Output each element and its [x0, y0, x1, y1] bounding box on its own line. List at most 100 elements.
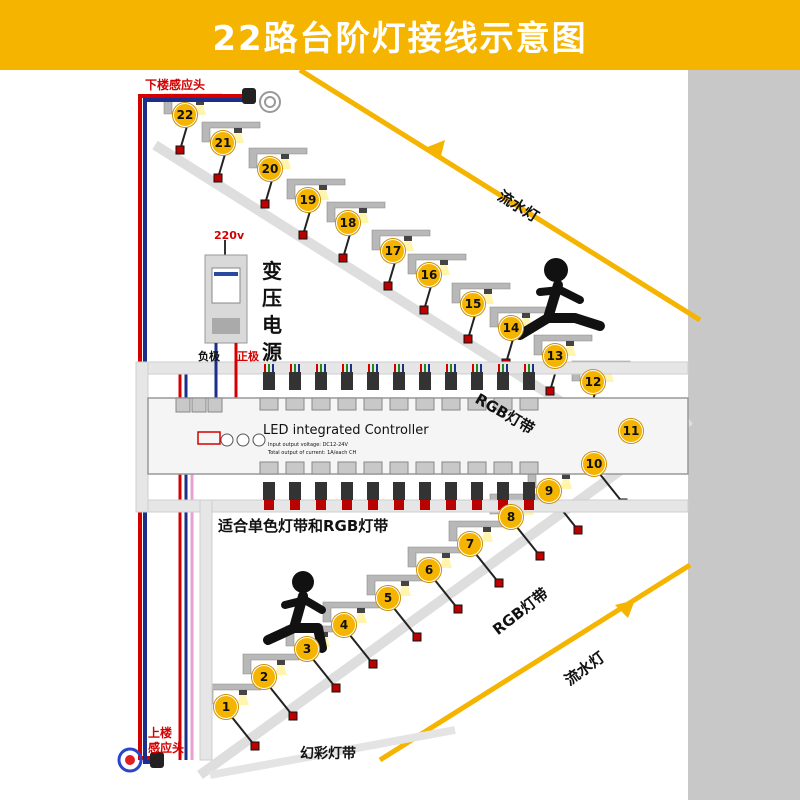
plug-bottom-6 — [393, 482, 405, 500]
plug-bottom-tip-10 — [498, 500, 508, 510]
sensor-top-ring-inner — [264, 96, 276, 108]
step-badge-17: 17 — [381, 239, 405, 263]
step-badge-16: 16 — [417, 263, 441, 287]
lower-connector-4-plug — [368, 659, 378, 669]
person-walking-icon-lower — [263, 571, 327, 653]
lower-lamp-7-housing — [483, 527, 491, 532]
upper-lamp-15-glow — [482, 294, 494, 304]
pipe-left — [135, 361, 149, 513]
plug-bottom-11 — [523, 482, 535, 500]
plug-bottom-2 — [289, 482, 301, 500]
plug-bottom-8 — [445, 482, 457, 500]
step-badge-7: 7 — [458, 532, 482, 556]
lower-lamp-6-glow — [440, 558, 452, 568]
plug-bottom-7 — [419, 482, 431, 500]
terminal-bottom-2 — [285, 461, 305, 475]
upper-lamp-16-glow — [438, 265, 450, 275]
upper-lamp-19-housing — [319, 185, 327, 190]
lower-lamp-2-glow — [275, 665, 287, 675]
lower-connector-5-plug — [412, 632, 422, 642]
plug-bottom-9 — [471, 482, 483, 500]
lower-lamp-9-housing — [562, 474, 570, 479]
plug-top-1 — [263, 372, 275, 390]
lower-connector-4-cable — [348, 633, 374, 665]
psu-char-2: 压 — [262, 286, 282, 310]
controller-button-2 — [236, 433, 250, 447]
lower-connector-2-plug — [288, 711, 298, 721]
terminal-top-5 — [363, 397, 383, 411]
upper-step-17 — [371, 229, 431, 251]
sensor-bottom-body — [150, 752, 164, 768]
lower-lamp-2-housing — [277, 660, 285, 665]
upper-lamp-17-housing — [404, 236, 412, 241]
step-badge-21: 21 — [211, 131, 235, 155]
plug-bottom-tip-2 — [290, 500, 300, 510]
upper-lamp-19-glow — [317, 190, 329, 200]
upper-step-18 — [326, 201, 386, 223]
terminal-bottom-10 — [493, 461, 513, 475]
plug-top-5 — [367, 372, 379, 390]
controller-spec-2: Total output of current: 1A/each CH — [268, 450, 357, 456]
psu-label: 变 压 电 源 — [262, 258, 282, 366]
terminal-top-10 — [493, 397, 513, 411]
plug-top-8 — [445, 372, 457, 390]
upper-connector-19-plug — [298, 230, 308, 240]
plug-top-3 — [315, 372, 327, 390]
plug-bottom-tip-8 — [446, 500, 456, 510]
wall — [688, 70, 800, 800]
terminal-bottom-4 — [337, 461, 357, 475]
magic-strip — [209, 726, 456, 779]
psu-label-stripe — [214, 272, 238, 276]
sensor-bottom-ring-inner — [125, 755, 135, 765]
upper-lamp-22-glow — [194, 105, 206, 115]
lower-connector-3-cable — [311, 657, 337, 689]
lower-connector-8-plug — [535, 551, 545, 561]
lower-lamp-9-glow — [560, 479, 572, 489]
step-badge-15: 15 — [461, 292, 485, 316]
person-walking-icon-upper — [515, 258, 605, 340]
plug-bottom-tip-1 — [264, 500, 274, 510]
terminal-top-9 — [467, 397, 487, 411]
sensor-bottom-label-1: 上楼 — [148, 726, 173, 740]
upper-connector-16-plug — [419, 305, 429, 315]
lower-lamp-7-glow — [481, 532, 493, 542]
upper-connector-18-plug — [338, 253, 348, 263]
terminal-top-3 — [311, 397, 331, 411]
plug-top-2 — [289, 372, 301, 390]
terminal-bottom-11 — [519, 461, 539, 475]
plug-top-11 — [523, 372, 535, 390]
lower-lamp-6-housing — [442, 553, 450, 558]
lower-connector-6-cable — [433, 578, 459, 610]
pipe-bottom — [135, 499, 689, 513]
step-badge-20: 20 — [258, 157, 282, 181]
step-badge-6: 6 — [417, 558, 441, 582]
lower-connector-9-plug — [573, 525, 583, 535]
upper-connector-22-plug — [175, 145, 185, 155]
upper-lamp-20-housing — [281, 154, 289, 159]
lower-connector-6-plug — [453, 604, 463, 614]
upper-lamp-21-glow — [232, 133, 244, 143]
terminal-power-3 — [207, 397, 223, 413]
sensor-top-ring-outer — [259, 91, 281, 113]
terminal-top-6 — [389, 397, 409, 411]
upper-step-13 — [533, 334, 593, 356]
controller-plugs — [263, 364, 535, 510]
upper-lamp-15-housing — [484, 289, 492, 294]
plug-top-7 — [419, 372, 431, 390]
psu-char-3: 电 — [262, 313, 282, 337]
terminal-top-4 — [337, 397, 357, 411]
step-badge-3: 3 — [295, 637, 319, 661]
plug-bottom-3 — [315, 482, 327, 500]
upper-lamp-14-housing — [522, 313, 530, 318]
plug-top-10 — [497, 372, 509, 390]
lower-connector-7-cable — [474, 552, 500, 584]
flow-arrow-bottom — [615, 600, 635, 618]
page-title: 22路台阶灯接线示意图 — [212, 18, 588, 59]
controller-spec-1: Input output voltage: DC12-24V — [268, 442, 348, 448]
upper-step-16 — [407, 253, 467, 275]
terminal-bottom-3 — [311, 461, 331, 475]
upper-connector-17-plug — [383, 281, 393, 291]
controller-title: LED integrated Controller — [263, 423, 429, 438]
lower-lamp-1-glow — [237, 695, 249, 705]
